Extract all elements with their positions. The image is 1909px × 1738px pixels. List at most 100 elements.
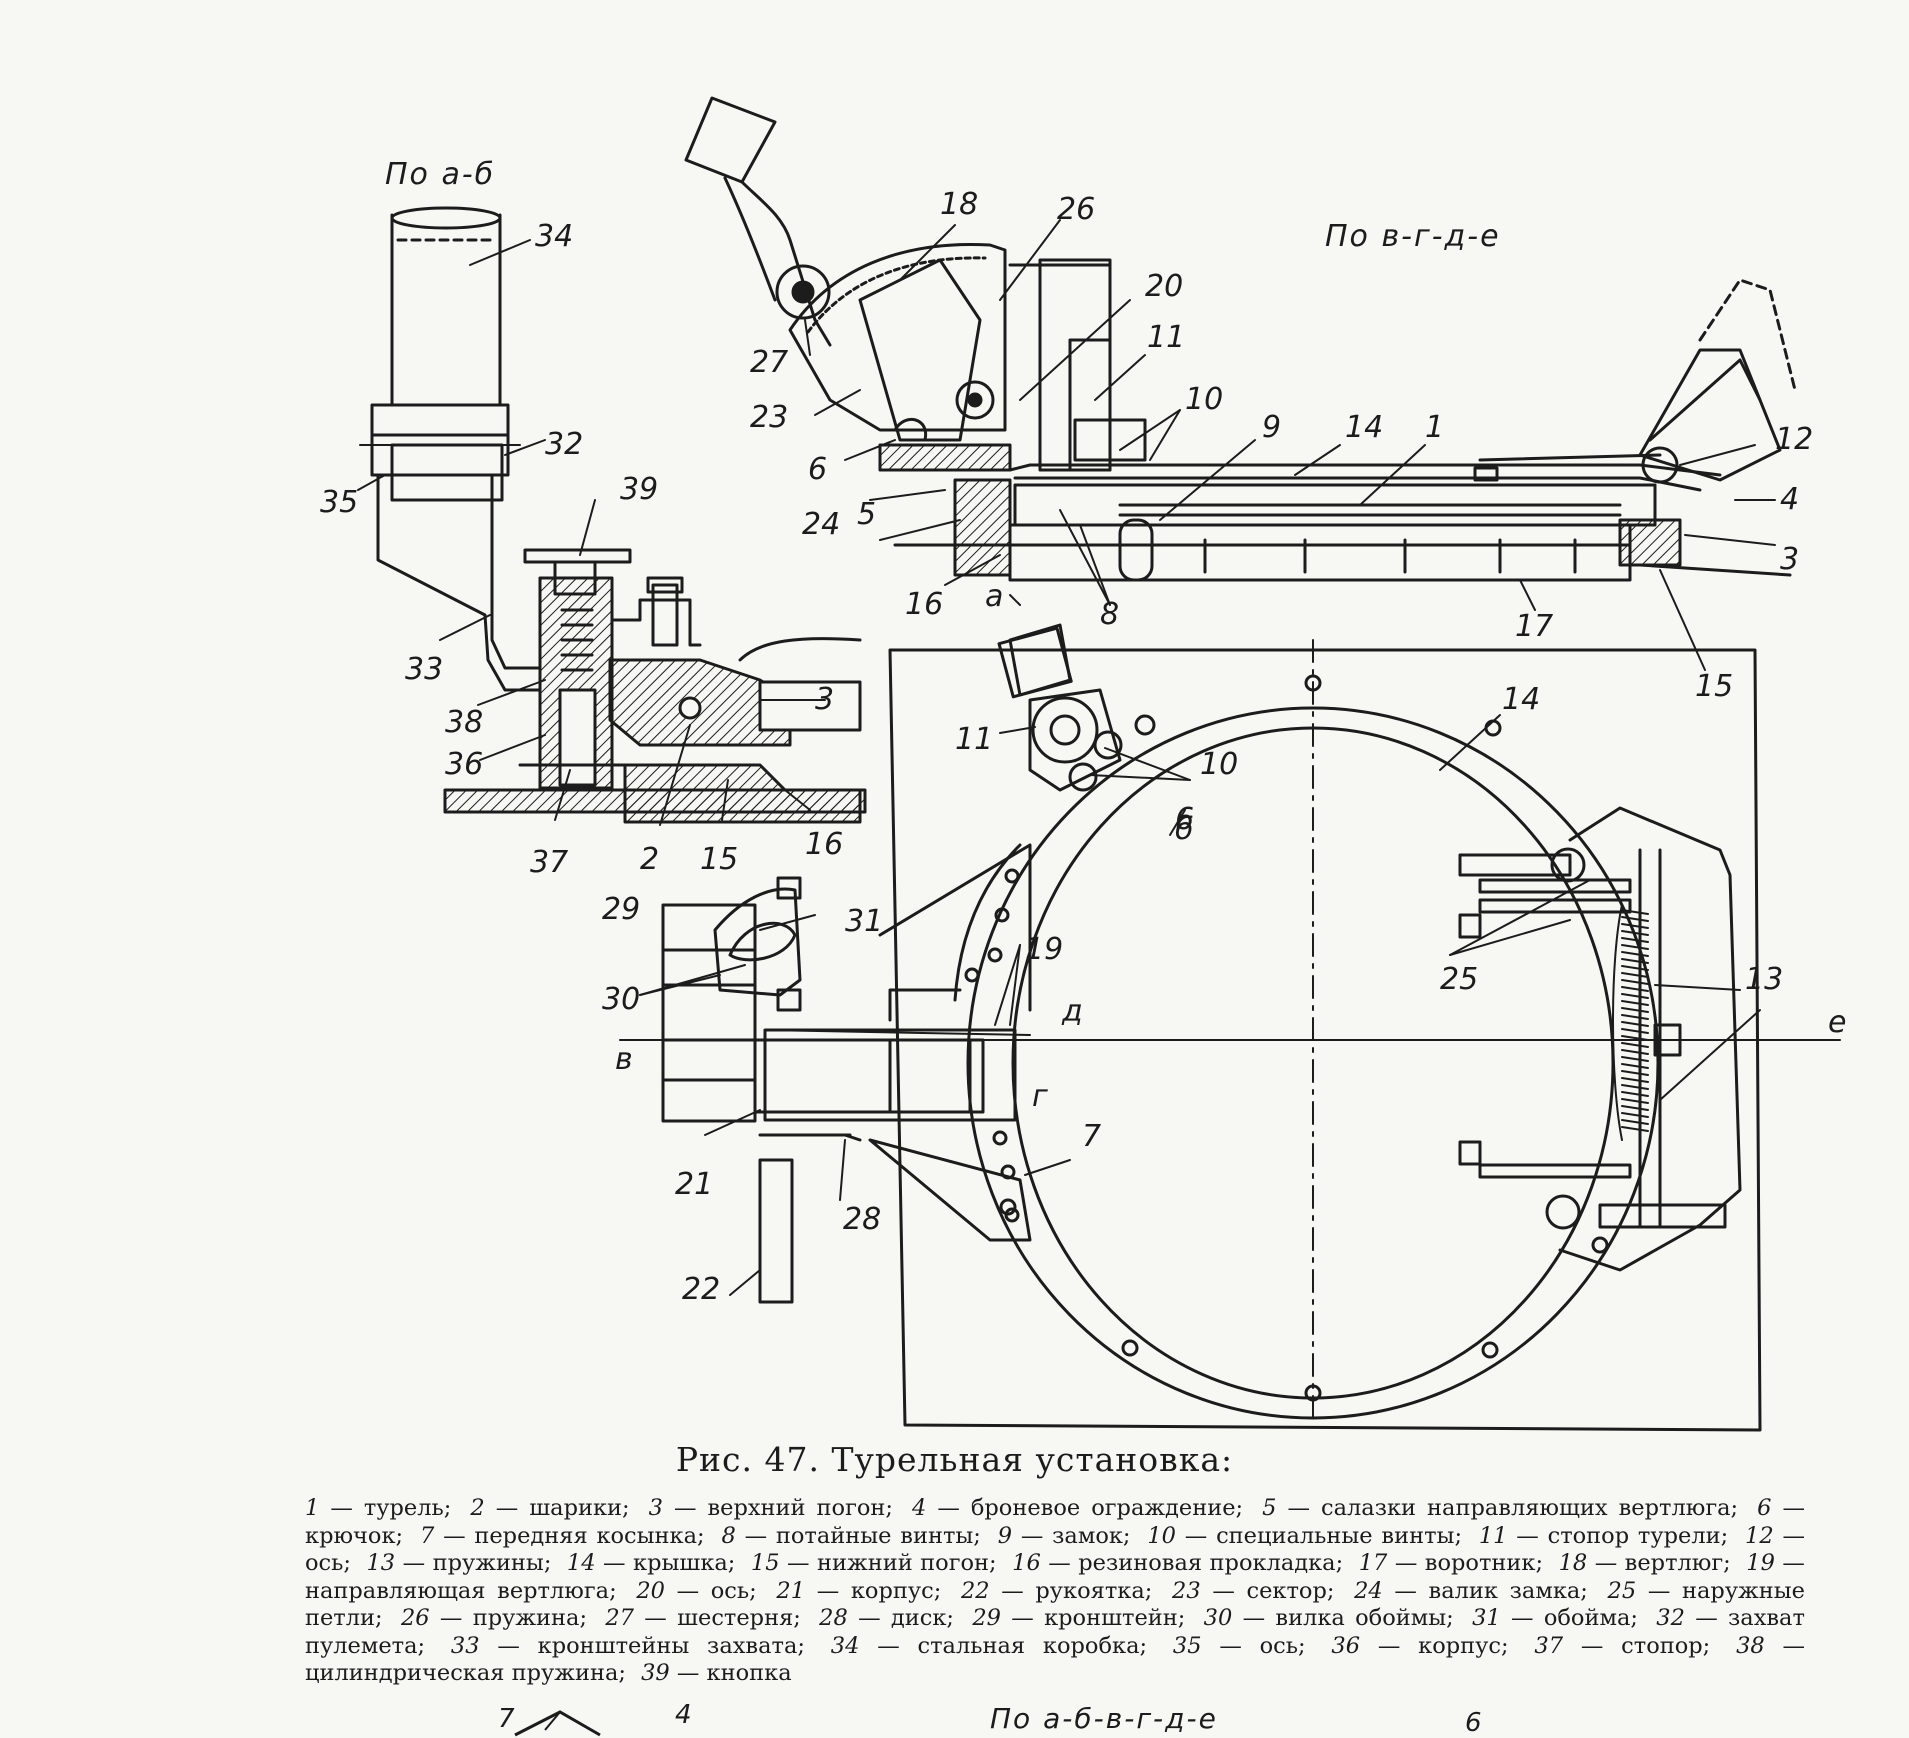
callout-31: 31 xyxy=(845,904,884,939)
legend-item: 10 — специальные винты; xyxy=(1147,1523,1462,1549)
swivel-handle xyxy=(684,96,777,184)
legend-item: 22 — рукоятка; xyxy=(961,1578,1152,1604)
legend-item-text: — диск; xyxy=(858,1605,955,1631)
callout-29: 29 xyxy=(602,892,641,927)
leader-lines xyxy=(357,219,1776,1296)
legend-item-text: — ось; xyxy=(305,1522,1805,1577)
legend-item-number: 33 xyxy=(450,1632,498,1659)
callout-8: 8 xyxy=(1100,597,1120,632)
legend-item: 4 — броневое ограждение; xyxy=(912,1495,1243,1521)
legend-item: 19 — направляющая вертлюга; xyxy=(305,1550,1805,1604)
axle xyxy=(955,380,995,420)
legend-item-text: — ось; xyxy=(676,1577,757,1604)
legend-item-text: — шестерня; xyxy=(644,1605,801,1631)
legend-item: 34 — стальная коробка; xyxy=(831,1633,1147,1659)
callout-3-top: 3 xyxy=(1780,542,1800,577)
legend-item-text: — резиновая прокладка; xyxy=(1048,1550,1344,1576)
callout-37: 37 xyxy=(530,845,569,880)
legend-item-text: — крышка; xyxy=(603,1550,736,1576)
callout-20: 20 xyxy=(1145,269,1184,304)
callout-39: 39 xyxy=(620,472,659,507)
callout-14-top: 14 xyxy=(1345,410,1384,445)
legend-item: 32 — захват пулемета; xyxy=(305,1605,1805,1659)
callout-32: 32 xyxy=(545,427,584,462)
callout-38: 38 xyxy=(445,705,484,740)
legend-item: 23 — сектор; xyxy=(1172,1578,1334,1604)
callout-27: 27 xyxy=(750,345,789,380)
collar xyxy=(1008,523,1632,582)
legend-item: 36 — корпус; xyxy=(1331,1633,1508,1659)
steel-box-mouth xyxy=(390,206,502,230)
legend-item-number: 29 xyxy=(972,1605,1012,1631)
section-view-v-g-d-e xyxy=(684,96,1797,582)
legend-item-number: 1 xyxy=(305,1495,331,1521)
callout-2: 2 xyxy=(640,842,660,877)
legend-item: 27 — шестерня; xyxy=(605,1605,801,1631)
callout-15-top: 15 xyxy=(1695,669,1734,704)
legend-item: 11 — стопор турели; xyxy=(1479,1523,1728,1549)
callout-13: 13 xyxy=(1745,962,1784,997)
callout-24: 24 xyxy=(802,507,841,542)
turret-stop xyxy=(997,626,1073,699)
legend-item-text: — крючок; xyxy=(305,1495,1805,1549)
callout-36: 36 xyxy=(445,747,484,782)
legend-item-text: — обойма; xyxy=(1511,1605,1638,1631)
clamp-bracket xyxy=(376,473,542,692)
legend-item-number: 24 xyxy=(1354,1577,1395,1604)
figure-legend: 1 — турель; 2 — шарики; 3 — верхний пого… xyxy=(305,1495,1805,1688)
callout-23: 23 xyxy=(750,400,789,435)
callout-6-top: 6 xyxy=(808,452,828,487)
legend-item: 12 — ось; xyxy=(305,1523,1805,1577)
holder xyxy=(713,887,802,997)
callout-30: 30 xyxy=(602,982,641,1017)
pinion-gear xyxy=(775,264,831,320)
legend-item-number: 12 xyxy=(1745,1522,1783,1549)
bottom-fragment xyxy=(514,1710,601,1737)
legend-item-number: 22 xyxy=(960,1577,1002,1604)
callout-34: 34 xyxy=(535,219,574,254)
callout-1: 1 xyxy=(1425,410,1445,445)
callout-16-top: 16 xyxy=(905,587,944,622)
callout-21: 21 xyxy=(675,1167,714,1202)
legend-item-text: — кронштейны захвата; xyxy=(497,1632,805,1659)
springs xyxy=(1612,904,1649,1141)
bracket-29 xyxy=(661,903,757,1123)
ring-bolts xyxy=(999,674,1609,1402)
legend-item: 18 — вертлюг; xyxy=(1559,1550,1731,1576)
legend-item: 3 — верхний погон; xyxy=(649,1495,893,1521)
hinge-upper xyxy=(1458,853,1572,877)
front-gusset xyxy=(868,1138,1032,1242)
hinge-pin-lower xyxy=(1545,1194,1581,1230)
legend-item-text: — наружные петли; xyxy=(305,1577,1805,1632)
callout-26: 26 xyxy=(1057,192,1096,227)
legend-item: 24 — валик замка; xyxy=(1354,1578,1588,1604)
legend-item-text: — пружина; xyxy=(439,1605,588,1631)
floor-plate xyxy=(443,788,867,814)
legend-item-text: — сектор; xyxy=(1212,1577,1335,1604)
callout-11-plan: 11 xyxy=(955,722,994,757)
legend-item: 16 — резиновая прокладка; xyxy=(1012,1550,1343,1576)
legend-item: 15 — нижний погон; xyxy=(751,1550,997,1576)
legend-item-text: — цилиндрическая пружина; xyxy=(305,1632,1806,1687)
callout-35: 35 xyxy=(320,485,359,520)
callout-5: 5 xyxy=(857,497,877,532)
coil-spring xyxy=(1621,909,1649,1132)
legend-item: 38 — цилиндрическая пружина; xyxy=(305,1633,1805,1687)
legend-item: 2 — шарики; xyxy=(470,1495,629,1521)
legend-item-text: — направляющая вертлюга; xyxy=(305,1550,1805,1604)
callout-7: 7 xyxy=(1082,1119,1102,1154)
legend-item-number: 28 xyxy=(819,1605,859,1631)
callout-18: 18 xyxy=(940,187,979,222)
legend-item-number: 5 xyxy=(1262,1495,1288,1521)
legend-item: 39 — кнопка xyxy=(641,1660,792,1686)
callout-6-plan: 6 xyxy=(1175,802,1195,837)
legend-item: 31 — обойма; xyxy=(1472,1605,1638,1631)
legend-item: 20 — ось; xyxy=(636,1578,756,1604)
legend-item-text: — пружины; xyxy=(402,1550,552,1576)
legend-item-number: 2 xyxy=(470,1495,496,1521)
legend-item-text: — кнопка xyxy=(676,1660,792,1686)
legend-item: 35 — ось; xyxy=(1173,1633,1306,1659)
legend-item-text: — кронштейн; xyxy=(1011,1605,1186,1631)
legend-item-text: — шарики; xyxy=(495,1495,630,1521)
legend-item: 5 — салазки направляющих вертлюга; xyxy=(1262,1495,1738,1521)
